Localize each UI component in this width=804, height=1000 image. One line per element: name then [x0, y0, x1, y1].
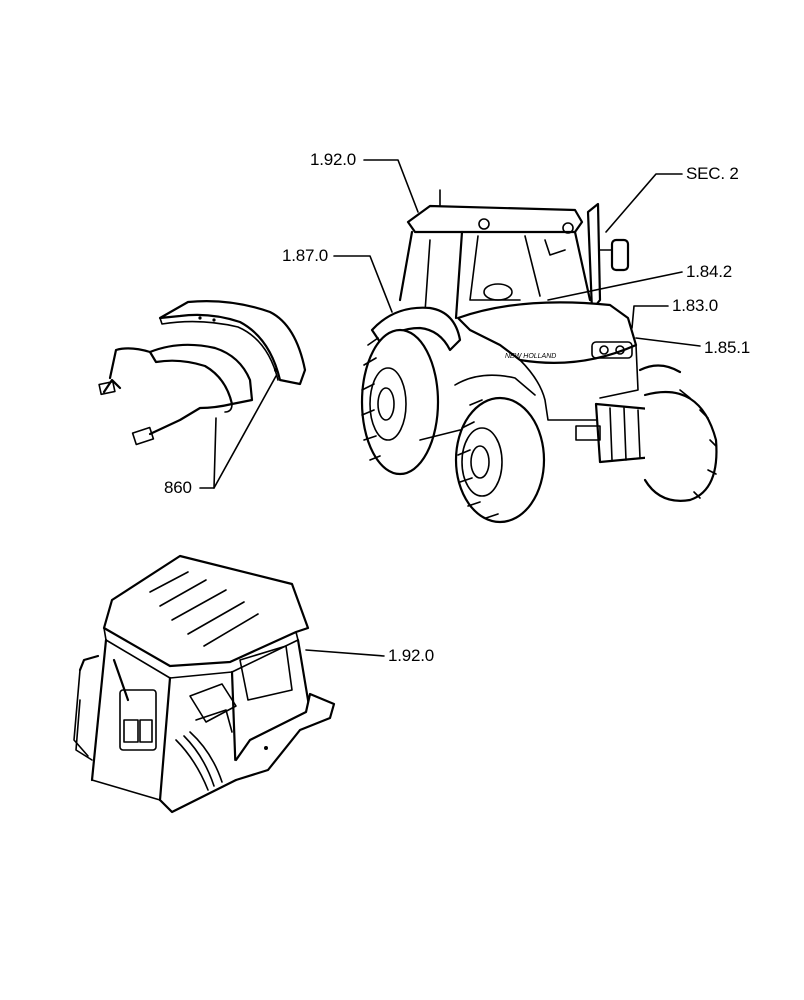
svg-text:NEW HOLLAND: NEW HOLLAND	[505, 353, 556, 360]
callout-fender: 1.87.0	[282, 246, 329, 265]
cab-illustration	[73, 554, 385, 814]
rear-wheel	[360, 328, 440, 476]
front-wheel-left	[454, 396, 546, 524]
callout-cab-top: 1.92.0	[310, 150, 357, 169]
callout-hood: 1.83.0	[672, 296, 719, 315]
front-wheel-right	[638, 364, 718, 502]
callout-dash: 1.84.2	[686, 262, 733, 281]
callout-cab-bottom: 1.92.0	[388, 646, 435, 665]
fender-kit-illustration	[98, 300, 307, 489]
tractor-illustration: NEW HOLLAND	[333, 159, 718, 524]
callout-grille: 1.85.1	[704, 338, 751, 357]
callout-fender-kit: 860	[164, 478, 192, 497]
callout-sec2: SEC. 2	[686, 164, 739, 183]
